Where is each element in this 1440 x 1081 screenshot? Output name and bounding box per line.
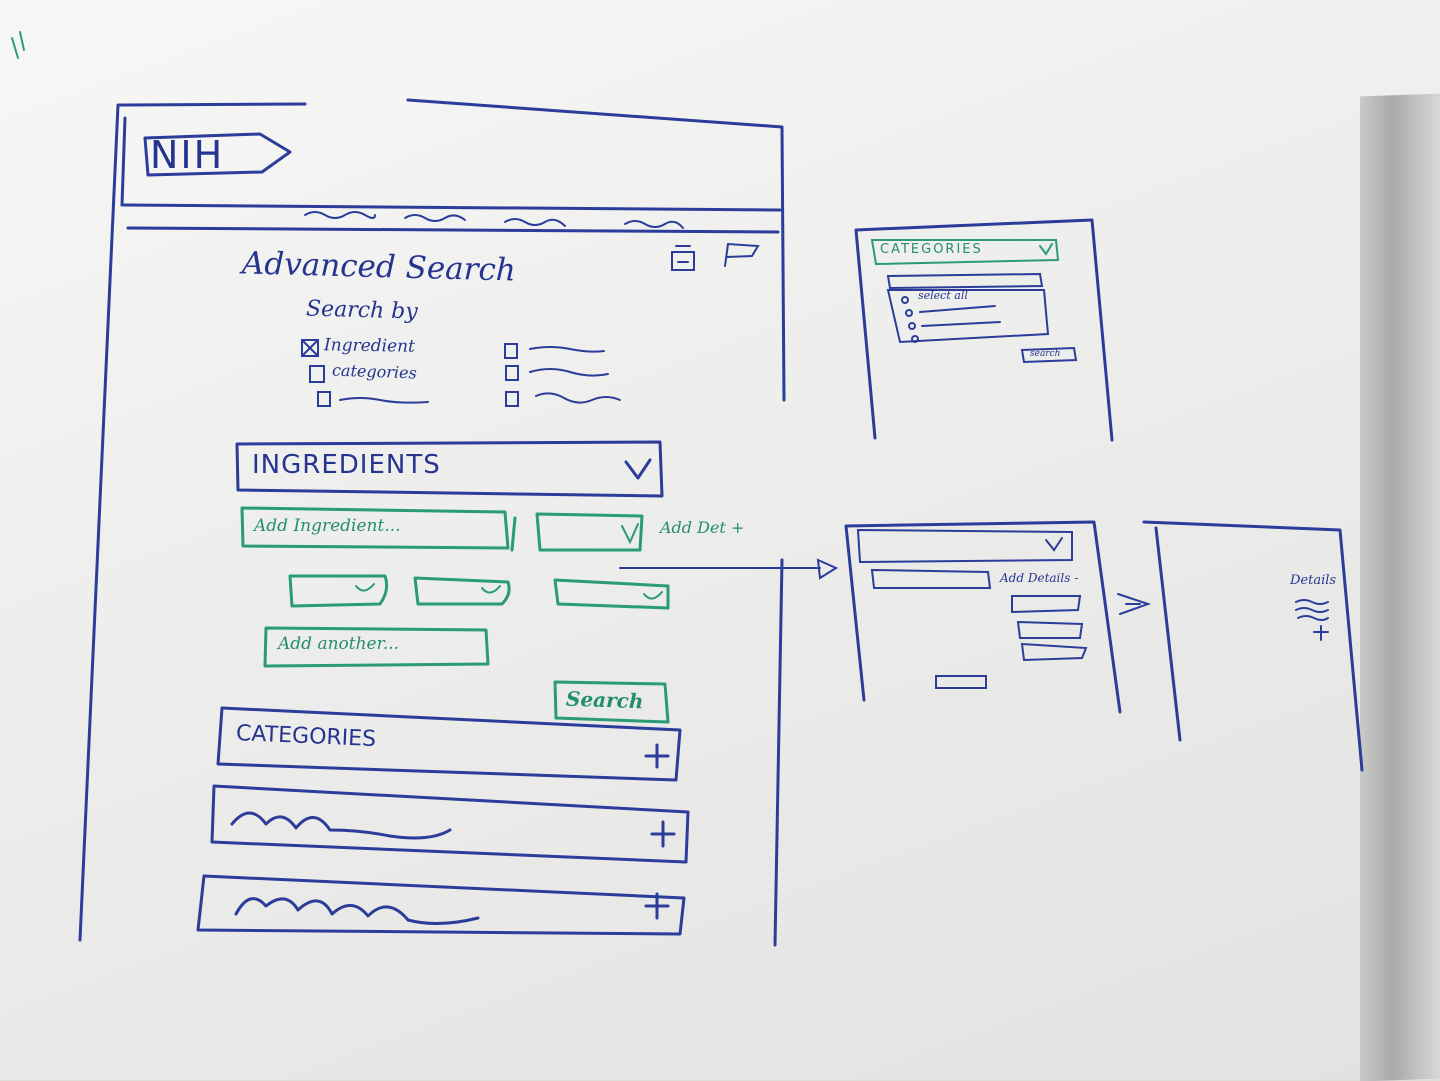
checkbox: [504, 343, 518, 359]
page-title: Advanced Search: [241, 245, 517, 289]
nav-squiggle: [504, 218, 566, 227]
mini-options-list: [886, 289, 1050, 344]
option-ingredient[interactable]: Ingredient: [323, 335, 416, 357]
add-details-link[interactable]: Add Det +: [660, 518, 745, 537]
logo-shape: [143, 132, 292, 177]
categories-panel-title[interactable]: CATEGORIES: [235, 720, 377, 753]
mini-categories-frame: [854, 218, 1114, 442]
search-button-box: [553, 680, 670, 724]
mini-categories-dropdown: [870, 239, 1060, 266]
mini-details-label: Details: [1290, 573, 1337, 588]
main-frame: [78, 98, 786, 947]
mini-select-all[interactable]: select all: [918, 289, 968, 302]
mini-search-button-label[interactable]: search: [1030, 349, 1061, 359]
search-button[interactable]: Search: [565, 686, 644, 714]
ingredients-dropdown: [235, 440, 664, 498]
mini-add-details[interactable]: Add Details -: [1000, 571, 1079, 585]
mini-search-button: [1020, 346, 1078, 364]
checkbox: [505, 365, 519, 381]
chevron-down-icon: [624, 458, 652, 480]
flag-icon: [724, 242, 760, 267]
collapsed-panel: [196, 874, 686, 936]
checkbox-ingredient: [301, 339, 319, 357]
add-another-placeholder[interactable]: Add another...: [278, 634, 400, 654]
add-another-input: [263, 626, 490, 668]
mini-search-box: [886, 272, 1044, 290]
add-ingredient-input: [240, 506, 517, 552]
mini-result-frame: [1142, 520, 1364, 772]
print-icon: [671, 245, 695, 271]
search-by-label: Search by: [305, 296, 419, 325]
mini-input: [870, 568, 992, 589]
checkbox: [505, 391, 519, 407]
add-ingredient-placeholder[interactable]: Add Ingredient...: [254, 516, 401, 536]
mini-categories-label[interactable]: CATEGORIES: [880, 242, 983, 257]
nav-squiggle: [304, 211, 376, 219]
mini-dropdown: [856, 528, 1073, 564]
nav-squiggle: [624, 220, 684, 229]
plus-icon: [644, 892, 670, 920]
ingredients-dropdown-label[interactable]: INGREDIENTS: [252, 450, 441, 480]
option-categories[interactable]: categories: [331, 360, 418, 383]
categories-panel: [216, 706, 682, 782]
detail-select: [413, 576, 511, 606]
checkbox: [317, 391, 331, 407]
detail-select: [553, 578, 670, 610]
plus-icon: [650, 820, 676, 848]
detail-select: [535, 512, 644, 552]
mini-details-frame: [844, 520, 1122, 714]
logo: NIH: [150, 133, 225, 177]
detail-select: [288, 574, 389, 608]
plus-icon: [1313, 625, 1329, 641]
nav-squiggle: [404, 214, 466, 222]
collapsed-panel: [210, 784, 690, 864]
mini-button: [935, 675, 987, 689]
plus-icon: [644, 743, 670, 769]
arrow: [619, 558, 839, 580]
checkbox-categories: [309, 365, 325, 383]
